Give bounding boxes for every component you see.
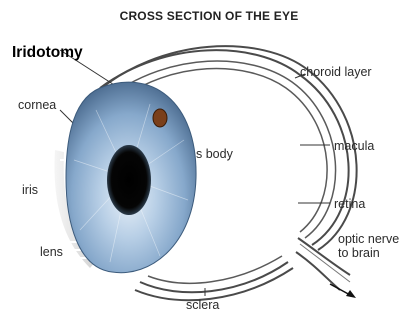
diagram-title: CROSS SECTION OF THE EYE <box>0 9 418 23</box>
label-iris: iris <box>22 183 38 197</box>
label-retina: retina <box>334 197 365 211</box>
label-optic-nerve-line2: to brain <box>338 246 399 260</box>
label-optic-nerve-line1: optic nerve <box>338 232 399 246</box>
label-sclera: sclera <box>186 298 219 312</box>
pupil <box>107 145 151 215</box>
label-lens: lens <box>40 245 63 259</box>
label-optic-nerve: optic nerve to brain <box>338 232 399 260</box>
label-choroid-layer: choroid layer <box>300 65 372 79</box>
label-cornea: cornea <box>18 98 56 112</box>
iridotomy-callout: Iridotomy <box>12 44 83 62</box>
label-macula: macula <box>334 139 374 153</box>
label-vitreous-body: s body <box>196 147 233 161</box>
iridotomy-hole <box>153 109 167 127</box>
optic-nerve-arrow <box>330 284 356 298</box>
